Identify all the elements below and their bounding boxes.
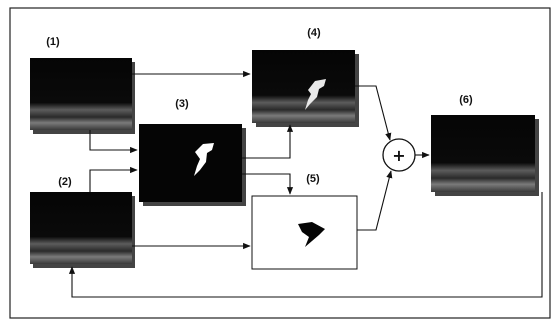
label-node-5: (5) xyxy=(306,173,320,185)
frame-4-image xyxy=(252,50,359,127)
label-node-2: (2) xyxy=(58,176,72,188)
mask-5-image xyxy=(252,196,357,269)
arrow-4-to-sum xyxy=(355,86,390,140)
frame-2-image xyxy=(30,192,135,268)
frame-6-image xyxy=(431,115,539,196)
arrow-3-to-5 xyxy=(242,174,290,194)
label-node-1: (1) xyxy=(46,36,60,48)
label-node-3: (3) xyxy=(175,98,189,110)
arrow-3-to-4 xyxy=(242,125,290,158)
arrow-2-to-3 xyxy=(90,170,137,192)
arrow-5-to-sum xyxy=(357,171,391,230)
sum-symbol: + xyxy=(392,146,405,165)
mask-3-image xyxy=(139,124,246,206)
frame-1-image xyxy=(30,58,135,134)
label-node-6: (6) xyxy=(459,94,473,106)
label-node-4: (4) xyxy=(307,27,321,39)
